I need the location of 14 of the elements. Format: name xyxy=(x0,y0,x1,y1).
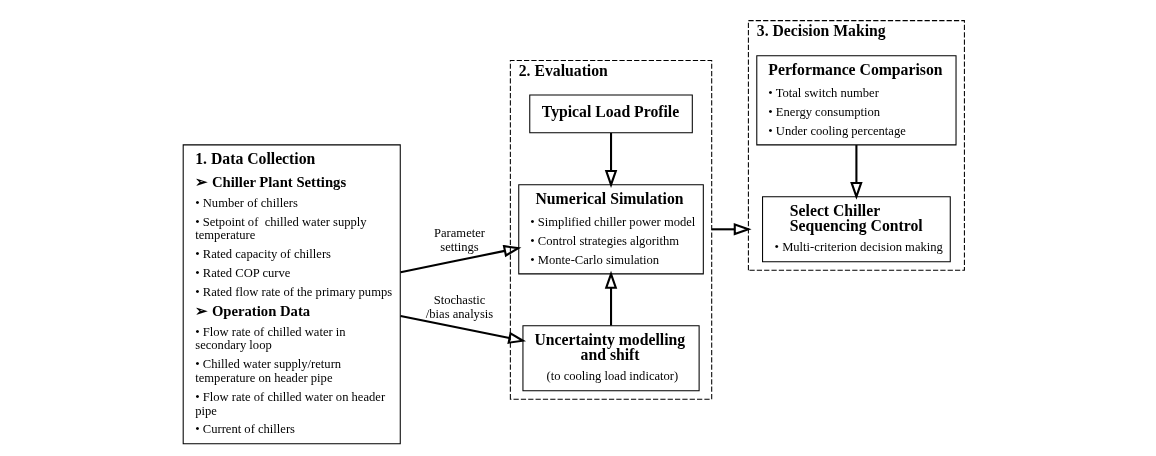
node-box: Performance Comparison • Total switch number • Energy consumption • Under cooling percentage xyxy=(756,55,957,146)
node-box: 1. Data Collection ➢ Chiller Plant Settings • Number of chillers • Setpoint of chilled water supply temperature • Rated capacity of chillers • Rated COP curve • Rated flow rate of the primary pumps ➢ Operation Data • Flow rate of chilled water in secondary loop • Chilled water supply/return temperature on header pipe • Flow rate of chilled water on header pipe • Current of chillers xyxy=(182,144,401,445)
arrow xyxy=(604,270,618,326)
arrow xyxy=(400,315,527,344)
edge-label: Parameter settings xyxy=(434,226,485,254)
edge-label: Stochastic /bias analysis xyxy=(425,293,494,322)
node-box: Typical Load Profile xyxy=(529,94,693,134)
arrow xyxy=(604,133,618,188)
arrow xyxy=(400,244,522,274)
arrow xyxy=(850,145,863,200)
node-box: Uncertainty modelling and shift (to cooling load indicator) xyxy=(522,325,700,392)
node-box: Numerical Simulation • Simplified chiller power model • Control strategies algorithm • Monte-Carlo simulation xyxy=(518,184,704,275)
arrow xyxy=(711,223,752,236)
node-box: Select Chiller Sequencing Control • Multi-criterion decision making xyxy=(762,196,951,263)
